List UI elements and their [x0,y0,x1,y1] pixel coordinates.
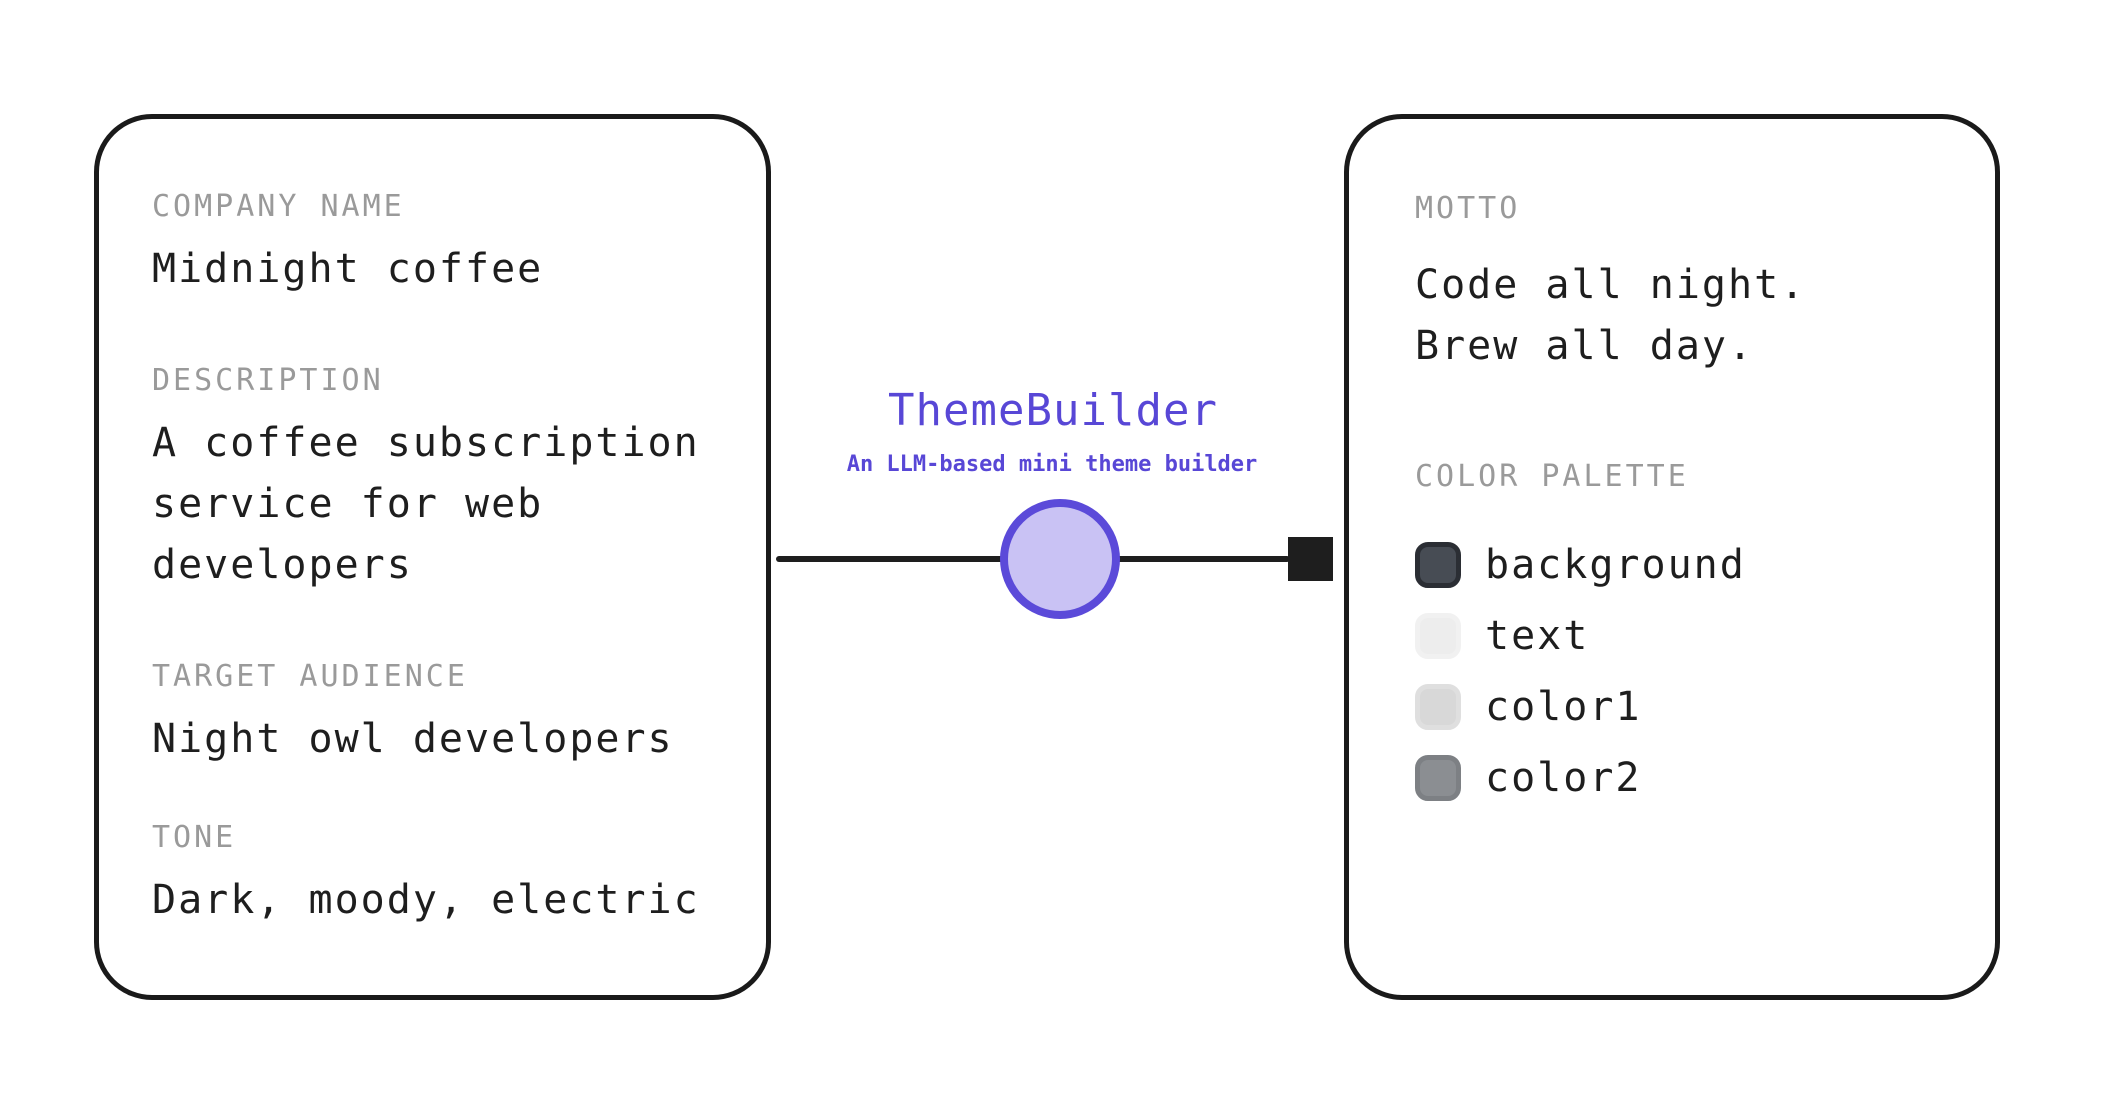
field-label: DESCRIPTION [152,363,384,398]
builder-node-circle [1000,499,1120,619]
palette-row: color2 [1415,742,1959,813]
swatch-color1 [1415,683,1461,730]
field-label: COMPANY NAME [152,189,405,224]
output-card: MOTTO Code all night. Brew all day. COLO… [1344,114,2000,1000]
palette-row: text [1415,600,1959,671]
motto-line: Code all night. [1415,262,1807,308]
input-card: COMPANY NAME Midnight coffee DESCRIPTION… [94,114,771,1000]
field-value: Midnight coffee [152,246,544,292]
palette-row: color1 [1415,671,1959,742]
motto-section: MOTTO Code all night. Brew all day. [1415,191,1959,377]
field-label: TONE [152,820,237,855]
field-tone: TONE Dark, moody, electric [152,820,724,931]
builder-subtitle: An LLM-based mini theme builder [846,452,1258,477]
swatch-text [1415,612,1461,659]
motto-line: Brew all day. [1415,323,1755,369]
swatch-name: text [1485,612,1590,659]
swatch-background [1415,541,1461,588]
builder-title: ThemeBuilder [888,385,1218,436]
palette-rows: background text color1 color2 [1415,529,1959,813]
palette-section: COLOR PALETTE background text color1 col… [1415,459,1959,813]
motto-label: MOTTO [1415,191,1521,226]
swatch-name: color2 [1485,754,1642,801]
swatch-name: background [1485,541,1746,588]
motto-text: Code all night. Brew all day. [1415,255,1959,377]
field-label: TARGET AUDIENCE [152,659,468,694]
field-company-name: COMPANY NAME Midnight coffee [152,189,724,300]
flow-arrowhead-icon [1288,537,1333,581]
field-value: A coffee subscription service for web de… [152,420,700,588]
palette-label: COLOR PALETTE [1415,459,1689,494]
field-description: DESCRIPTION A coffee subscription servic… [152,363,724,596]
field-target-audience: TARGET AUDIENCE Night owl developers [152,659,724,770]
field-value: Night owl developers [152,716,674,762]
palette-row: background [1415,529,1959,600]
field-value: Dark, moody, electric [152,877,700,923]
swatch-color2 [1415,754,1461,801]
swatch-name: color1 [1485,683,1642,730]
